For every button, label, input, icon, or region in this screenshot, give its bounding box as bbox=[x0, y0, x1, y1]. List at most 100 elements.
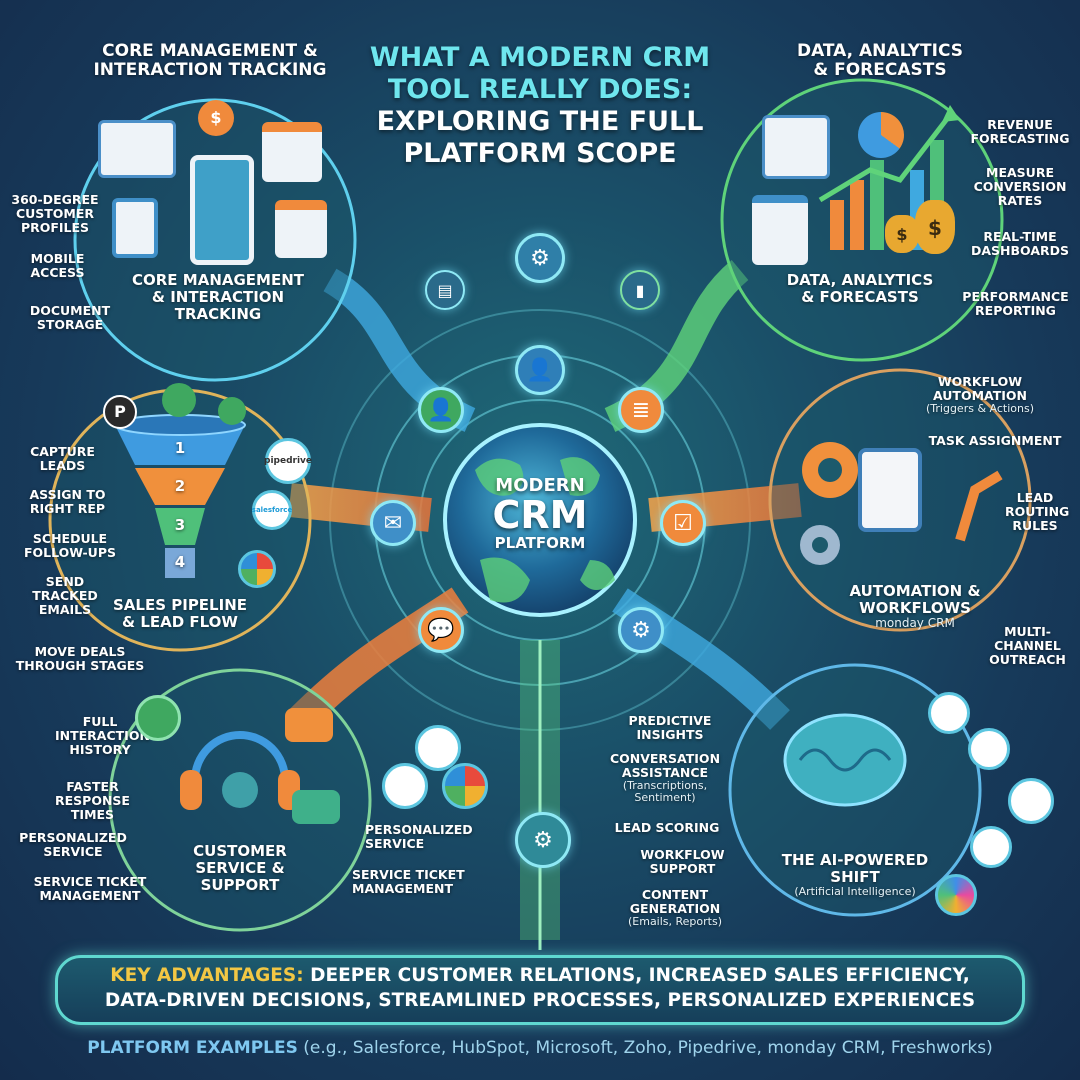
zoho-logo: zoho bbox=[238, 550, 276, 588]
core-inner-line-3: TRACKING bbox=[174, 304, 262, 323]
analytics-feature: REVENUE FORECASTING bbox=[970, 117, 1070, 146]
core-heading-line-1: CORE MANAGEMENT & bbox=[102, 41, 318, 61]
clipboard-icon[interactable]: ☑ bbox=[660, 500, 706, 546]
user-chat-icon bbox=[135, 695, 181, 741]
title-line-1: WHAT A MODERN CRM bbox=[369, 42, 711, 73]
core-inner-line-1: CORE MANAGEMENT bbox=[132, 271, 304, 289]
automation-inner-line-2: WORKFLOWS bbox=[859, 598, 971, 617]
gear-icon[interactable]: ⚙ bbox=[618, 607, 664, 653]
automation-feature: MULTI-CHANNEL OUTREACH bbox=[989, 624, 1066, 667]
bar-chart-icon[interactable]: ▮ bbox=[620, 270, 660, 310]
database-icon[interactable]: ≣ bbox=[618, 387, 664, 433]
funnel-stage-1: 1 bbox=[174, 439, 186, 457]
center-hub-label: MODERN CRM PLATFORM bbox=[445, 475, 635, 552]
dashboard-pie-icon bbox=[752, 195, 808, 265]
zoho-logo: zoho bbox=[442, 763, 488, 809]
analytics-section-heading: DATA, ANALYTICS & FORECASTS bbox=[780, 41, 980, 80]
service-side-feature: PERSONALIZED SERVICE bbox=[365, 822, 473, 851]
sales-feature: ASSIGN TO RIGHT REP bbox=[29, 487, 106, 516]
funnel-stage-4: 4 bbox=[174, 553, 186, 571]
analytics-feature: PERFORMANCE REPORTING bbox=[962, 289, 1069, 318]
core-section-heading: CORE MANAGEMENT & INTERACTION TRACKING bbox=[75, 41, 345, 81]
platform-examples-list: (e.g., Salesforce, HubSpot, Microsoft, Z… bbox=[297, 1038, 993, 1058]
tablet-user-icon bbox=[112, 198, 158, 258]
dynamics-logo: dynamics bbox=[970, 826, 1012, 868]
ai-feature: CONTENT GENERATION (Emails, Reports) bbox=[595, 888, 755, 928]
automation-inner-line-1: AUTOMATION & bbox=[849, 582, 981, 600]
analytics-heading-line-1: DATA, ANALYTICS bbox=[796, 41, 964, 61]
center-line-2: CRM bbox=[492, 493, 588, 537]
dollar-coin-icon: $ bbox=[198, 100, 234, 136]
ai-feature: LEAD SCORING bbox=[614, 820, 720, 835]
copilot-logo: copilot bbox=[935, 874, 977, 916]
title-line-3: EXPLORING THE FULL bbox=[376, 105, 704, 137]
center-line-1: MODERN bbox=[495, 475, 585, 496]
platform-examples: PLATFORM EXAMPLES (e.g., Salesforce, Hub… bbox=[0, 1038, 1080, 1058]
analytics-feature: REAL-TIME DASHBOARDS bbox=[970, 229, 1069, 258]
service-feature: SERVICE TICKET MANAGEMENT bbox=[33, 874, 147, 903]
service-feature: FULL INTERACTION HISTORY bbox=[55, 714, 150, 757]
document-icon[interactable]: ▤ bbox=[425, 270, 465, 310]
salesforce-logo: salesforce bbox=[252, 490, 292, 530]
calendar-icon bbox=[275, 200, 327, 258]
analytics-inner-label: DATA, ANALYTICS & FORECASTS bbox=[770, 272, 950, 306]
title-line-4: PLATFORM SCOPE bbox=[403, 137, 677, 169]
title-line-2: TOOL REALLY DOES: bbox=[387, 73, 693, 105]
core-inner-label: CORE MANAGEMENT & INTERACTION TRACKING bbox=[108, 272, 328, 322]
money-bag-icon: $ bbox=[885, 215, 919, 253]
service-inner-label: CUSTOMER SERVICE & SUPPORT bbox=[175, 843, 305, 893]
einstein-logo: salesforce-einstein bbox=[1008, 778, 1054, 824]
calendar-contact-icon bbox=[262, 122, 322, 182]
gear-icon[interactable]: ⚙ bbox=[515, 812, 571, 868]
user-icon[interactable]: 👤 bbox=[515, 345, 565, 395]
monday-logo: monday bbox=[928, 692, 970, 734]
contact-card-icon bbox=[98, 120, 176, 178]
automation-feature: LEAD ROUTING RULES bbox=[1005, 490, 1070, 533]
ai-inner-line-2: SHIFT bbox=[830, 867, 880, 886]
automation-feature-line: WORKFLOW AUTOMATION bbox=[932, 374, 1027, 403]
chat-bubble-icon bbox=[285, 708, 333, 742]
money-bag-icon: $ bbox=[915, 200, 955, 254]
service-inner-line-2: SERVICE & bbox=[195, 858, 285, 877]
chat-icon[interactable]: 💬 bbox=[418, 607, 464, 653]
sales-inner-label: SALES PIPELINE & LEAD FLOW bbox=[100, 597, 260, 631]
ai-inner-label: THE AI-POWERED SHIFT (Artificial Intelli… bbox=[755, 852, 955, 898]
gear-icon[interactable]: ⚙ bbox=[515, 233, 565, 283]
ai-inner-sub: (Artificial Intelligence) bbox=[794, 884, 916, 898]
ai-feature: PREDICTIVE INSIGHTS bbox=[628, 713, 712, 742]
core-heading-line-2: INTERACTION TRACKING bbox=[93, 60, 327, 81]
core-feature: DOCUMENT STORAGE bbox=[29, 303, 111, 332]
key-advantages-label: KEY ADVANTAGES: bbox=[110, 965, 304, 986]
automation-feature-sub: (Triggers & Actions) bbox=[925, 402, 1034, 415]
sales-feature: SCHEDULE FOLLOW-UPS bbox=[23, 531, 116, 560]
hubspot-logo: hubspot bbox=[382, 763, 428, 809]
sales-feature: SEND TRACKED EMAILS bbox=[32, 574, 98, 617]
sales-inner-line-1: SALES PIPELINE bbox=[113, 596, 247, 614]
pie-chart-icon bbox=[858, 112, 904, 158]
sales-inner-line-2: & LEAD FLOW bbox=[122, 612, 238, 631]
ai-inner-line-1: THE AI-POWERED bbox=[781, 851, 929, 869]
service-side-feature: SERVICE TICKET MANAGEMENT bbox=[352, 867, 465, 896]
mail-icon bbox=[218, 397, 246, 425]
mail-icon[interactable]: ✉ bbox=[370, 500, 416, 546]
funnel-stage-3: 3 bbox=[174, 516, 186, 534]
platform-examples-label: PLATFORM EXAMPLES bbox=[87, 1038, 298, 1058]
key-advantages-banner: KEY ADVANTAGES: DEEPER CUSTOMER RELATION… bbox=[55, 955, 1025, 1025]
monday-crm-brand: monday CRM bbox=[875, 615, 955, 630]
user-icon bbox=[162, 383, 196, 417]
funnel-stage-2: 2 bbox=[174, 477, 186, 495]
line-chart-card-icon bbox=[762, 115, 830, 179]
sales-feature: MOVE DEALS THROUGH STAGES bbox=[15, 644, 145, 673]
chat-bubble-icon bbox=[292, 790, 340, 824]
service-inner-line-3: SUPPORT bbox=[200, 875, 280, 894]
smartphone-user-icon bbox=[190, 155, 254, 265]
center-line-3: PLATFORM bbox=[494, 534, 586, 552]
pipedrive-logo: pipedrive bbox=[264, 438, 312, 484]
user-settings-icon[interactable]: 👤 bbox=[418, 387, 464, 433]
automation-inner-label: AUTOMATION & WORKFLOWS monday CRM bbox=[835, 583, 995, 630]
service-feature: PERSONALIZED SERVICE bbox=[19, 830, 127, 859]
page-title: WHAT A MODERN CRM TOOL REALLY DOES: EXPL… bbox=[330, 42, 750, 169]
ai-feature-line: CONVERSATION ASSISTANCE bbox=[609, 751, 721, 780]
core-inner-line-2: & INTERACTION bbox=[151, 287, 285, 306]
ai-feature-line: CONTENT GENERATION bbox=[629, 887, 721, 916]
